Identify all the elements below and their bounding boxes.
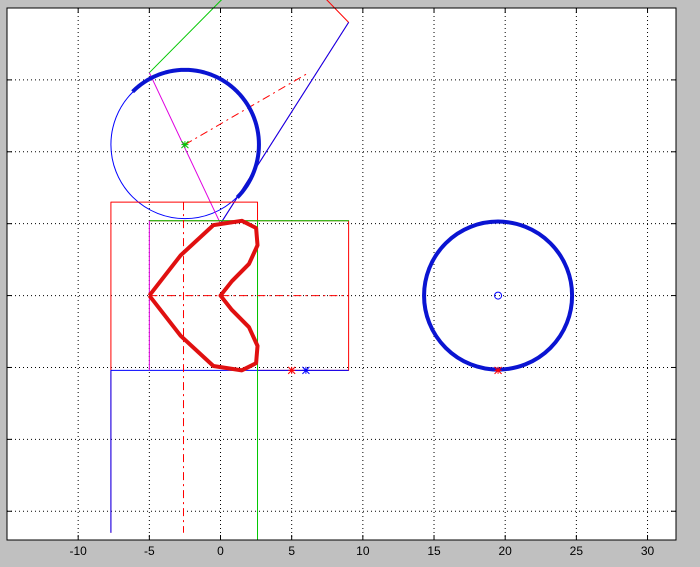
- plot-curves: [110, 0, 575, 540]
- x-tick-label-8: 30: [641, 544, 655, 558]
- heart-curve-bold: [147, 218, 260, 373]
- x-tick-label-7: 25: [570, 544, 584, 558]
- center-a-marker-stroke-3: [181, 140, 189, 149]
- rect-b-blue: [110, 369, 349, 533]
- x-tick-label-2: 0: [217, 544, 224, 558]
- x-tick-label-5: 15: [427, 544, 441, 558]
- red-star-b-marker-stroke-3: [287, 366, 296, 375]
- axis-ticks: -10 -5 0 5 10 15 20 25 30: [7, 8, 676, 558]
- axes-frame: [6, 7, 677, 541]
- center-c-marker: [494, 291, 503, 300]
- x-tick-label-3: 5: [288, 544, 295, 558]
- center-a-marker: [181, 140, 189, 149]
- rect-b-green: [149, 220, 350, 540]
- grid-lines: [7, 8, 676, 540]
- axes-background: [7, 8, 676, 540]
- red-star-b-marker: [287, 366, 296, 375]
- arc-a-bold: [131, 67, 261, 199]
- x-tick-label-1: -5: [144, 544, 155, 558]
- red-star-c-marker: [494, 366, 502, 375]
- rect-a-green-edge: [148, 0, 223, 74]
- blue-star-b-marker-stroke-3: [302, 366, 310, 375]
- red-star-c-marker-stroke-3: [494, 366, 502, 375]
- x-tick-label-0: -10: [69, 544, 87, 558]
- dashdot-a: [184, 72, 310, 146]
- blue-star-b-marker: [302, 366, 310, 375]
- x-tick-label-6: 20: [499, 544, 513, 558]
- x-tick-label-4: 10: [356, 544, 370, 558]
- diameter-a: [148, 72, 221, 224]
